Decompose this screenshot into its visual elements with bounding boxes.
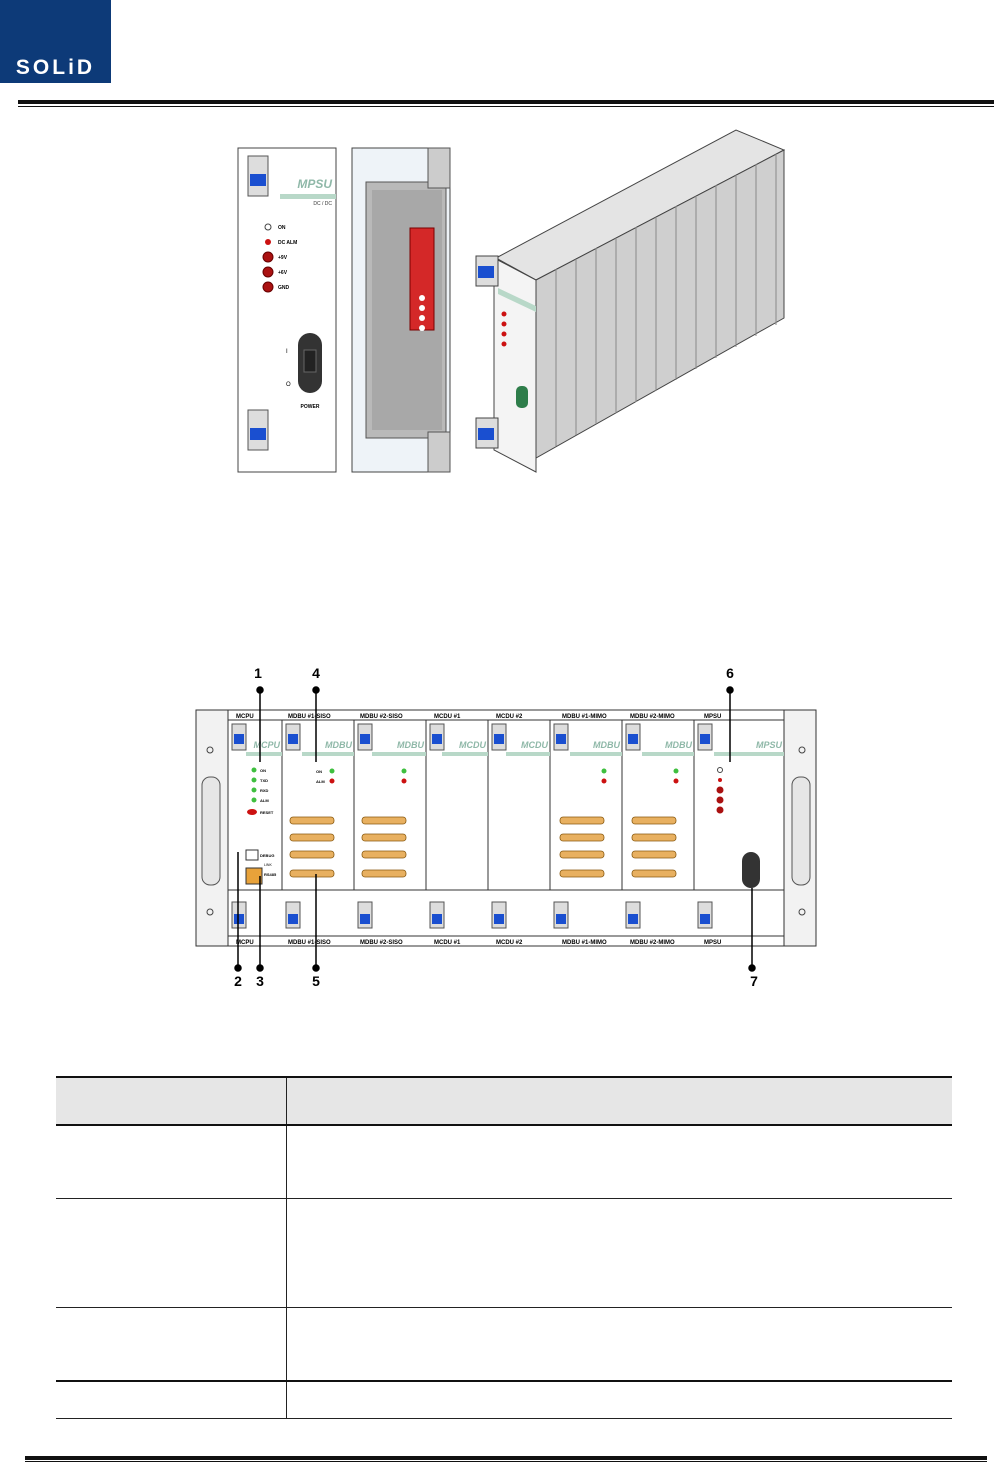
svg-text:MPSU: MPSU — [756, 740, 783, 750]
svg-text:RS485: RS485 — [264, 872, 277, 877]
svg-text:MPSU: MPSU — [704, 940, 721, 946]
footer-rule — [25, 1456, 987, 1460]
svg-text:MCPU: MCPU — [236, 714, 254, 720]
svg-text:+9V: +9V — [278, 255, 288, 261]
callout-2: 2 — [234, 973, 242, 989]
svg-text:MDBU: MDBU — [397, 740, 424, 750]
mcpu-led-panel: ON TXD RXD ALM RESET — [247, 767, 274, 815]
svg-text:MDBU: MDBU — [593, 740, 620, 750]
svg-text:POWER: POWER — [301, 404, 320, 410]
svg-text:MCDU: MCDU — [459, 740, 486, 750]
svg-text:RXD: RXD — [260, 788, 269, 793]
svg-text:MDBU #1-SISO: MDBU #1-SISO — [288, 714, 331, 720]
mpsu-isometric-view — [475, 129, 786, 473]
mpsu-side-view — [351, 147, 451, 473]
svg-text:MDBU #1-MIMO: MDBU #1-MIMO — [562, 940, 607, 946]
shelf-front-figure: 1 4 6 2 3 5 7 MCPU MDBU #1-SISO MDBU #2-… — [195, 665, 817, 989]
svg-text:ON: ON — [278, 225, 286, 231]
svg-text:MDBU #2-MIMO: MDBU #2-MIMO — [630, 714, 675, 720]
svg-text:MCDU: MCDU — [521, 740, 548, 750]
svg-text:ON: ON — [316, 769, 322, 774]
svg-text:ON: ON — [260, 768, 266, 773]
svg-text:MPSU: MPSU — [704, 714, 721, 720]
svg-text:ALM: ALM — [260, 798, 269, 803]
callout-4: 4 — [312, 665, 320, 681]
callout-3: 3 — [256, 973, 264, 989]
svg-text:O: O — [286, 382, 291, 388]
logo-text: SOLiD — [15, 56, 96, 79]
svg-text:LINK: LINK — [264, 863, 272, 867]
description-table — [56, 1076, 952, 1419]
callout-7: 7 — [750, 973, 758, 989]
svg-text:MDBU #2-SISO: MDBU #2-SISO — [360, 714, 403, 720]
header-rule-thin — [18, 106, 994, 107]
svg-text:GND: GND — [278, 285, 290, 291]
left-handle-icon — [201, 776, 221, 886]
callout-1: 1 — [254, 665, 262, 681]
svg-text:MCDU #1: MCDU #1 — [434, 714, 461, 720]
table-header-row — [56, 1076, 952, 1126]
svg-text:MDBU #2-MIMO: MDBU #2-MIMO — [630, 940, 675, 946]
svg-text:I: I — [286, 349, 288, 355]
table-row — [56, 1125, 952, 1199]
connector-board-icon — [409, 227, 435, 331]
svg-text:MCDU #2: MCDU #2 — [496, 940, 523, 946]
table-row — [56, 1307, 952, 1382]
svg-text:DC / DC: DC / DC — [313, 201, 332, 207]
svg-text:MDBU #1-SISO: MDBU #1-SISO — [288, 940, 331, 946]
callout-6: 6 — [726, 665, 734, 681]
right-handle-icon — [791, 776, 811, 886]
svg-text:MDBU: MDBU — [325, 740, 352, 750]
svg-text:MDBU #2-SISO: MDBU #2-SISO — [360, 940, 403, 946]
svg-text:MCDU #1: MCDU #1 — [434, 940, 461, 946]
svg-text:RESET: RESET — [260, 810, 274, 815]
debug-port-icon — [245, 849, 259, 861]
svg-text:MDBU #1-MIMO: MDBU #1-MIMO — [562, 714, 607, 720]
callout-5: 5 — [312, 973, 320, 989]
header-rule — [18, 100, 994, 104]
svg-text:DEBUG: DEBUG — [260, 853, 274, 858]
svg-text:+6V: +6V — [278, 270, 288, 276]
table-row — [56, 1380, 952, 1419]
mpsu-front-view: MPSU DC / DC ON DC ALM +9V +6V GND I O P… — [237, 147, 337, 473]
bottom-latch-icon — [250, 428, 266, 440]
callout-leaders — [234, 686, 756, 972]
svg-text:DC ALM: DC ALM — [278, 240, 297, 246]
table-row — [56, 1198, 952, 1308]
mpsu-power-switch-icon — [742, 852, 760, 888]
rf-connector-group — [289, 816, 677, 878]
svg-text:MCDU #2: MCDU #2 — [496, 714, 523, 720]
svg-text:MDBU: MDBU — [665, 740, 692, 750]
svg-text:TXD: TXD — [260, 778, 268, 783]
svg-text:MCPU: MCPU — [254, 740, 281, 750]
mpsu-module-figure: MPSU DC / DC ON DC ALM +9V +6V GND I O P… — [237, 129, 786, 473]
solid-logo: SOLiD — [0, 0, 111, 83]
mpsu-title: MPSU — [297, 177, 332, 191]
svg-text:MCPU: MCPU — [236, 940, 254, 946]
footer-rule-thin — [25, 1461, 987, 1462]
svg-text:ALM: ALM — [316, 779, 325, 784]
rs485-port-icon — [245, 867, 263, 885]
top-latch-icon — [250, 174, 266, 186]
